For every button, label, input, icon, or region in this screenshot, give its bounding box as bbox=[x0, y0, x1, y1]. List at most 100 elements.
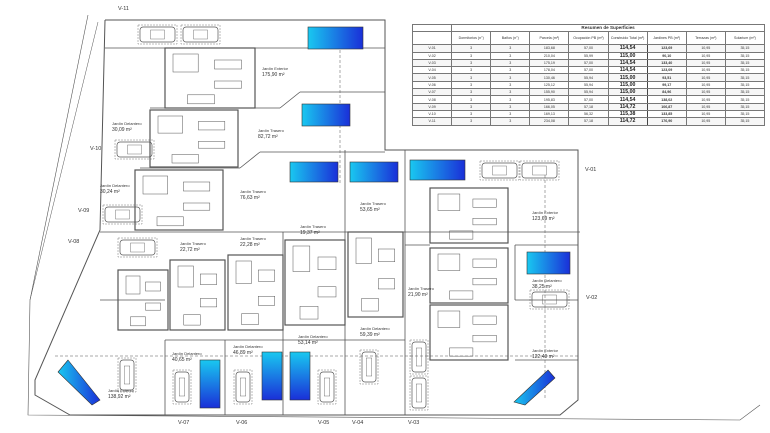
pool bbox=[409, 159, 466, 181]
house-outline bbox=[164, 47, 256, 109]
table-cell: 3 bbox=[490, 58, 531, 68]
column-header: Jardines PB (m²) bbox=[646, 31, 687, 46]
table-cell: 3 bbox=[490, 109, 531, 119]
garden-name-label: Jardín Delantero bbox=[360, 326, 390, 331]
staircase bbox=[449, 290, 474, 300]
table-cell: 10,95 bbox=[685, 66, 726, 75]
table-cell: 3 bbox=[490, 51, 531, 60]
table-cell: 10,95 bbox=[685, 102, 726, 111]
sofa bbox=[472, 278, 497, 286]
table-cell: 123,69 bbox=[646, 44, 687, 53]
car-roof bbox=[416, 383, 423, 403]
table-cell: 10,95 bbox=[685, 95, 726, 104]
house-outline bbox=[117, 269, 169, 331]
villa-cell: V-05 bbox=[411, 73, 453, 82]
table-cell: 10,95 bbox=[685, 88, 726, 97]
table-cell: 3 bbox=[490, 95, 531, 104]
table-cell: 3 bbox=[451, 73, 492, 82]
car-roof bbox=[150, 29, 165, 40]
sofa bbox=[214, 80, 242, 89]
parking-space bbox=[317, 369, 337, 405]
parking-space bbox=[233, 369, 253, 405]
table-cell: 35,15 bbox=[724, 117, 766, 126]
garden-area-label: 175,90 m² bbox=[262, 72, 285, 78]
car-roof bbox=[366, 357, 373, 377]
table-cell: 3 bbox=[490, 80, 531, 90]
table-cell: 10,95 bbox=[685, 80, 726, 90]
house-outline bbox=[149, 109, 239, 168]
bedroom-outline bbox=[142, 175, 168, 195]
car-roof bbox=[416, 347, 423, 367]
villa-label: V-01 bbox=[585, 167, 596, 173]
table-cell: 57,00 bbox=[568, 58, 609, 68]
house-outline bbox=[227, 254, 284, 331]
table-cell: 114,54 bbox=[607, 44, 648, 53]
table-cell: 35,15 bbox=[724, 51, 766, 60]
dining-table bbox=[200, 273, 217, 285]
table-cell: 138,02 bbox=[646, 95, 687, 104]
garden-area-label: 38,25 m² bbox=[532, 284, 552, 290]
car bbox=[531, 291, 568, 308]
garden-name-label: Jardín Delantero bbox=[233, 344, 263, 349]
pool bbox=[289, 161, 339, 183]
villa-label: V-09 bbox=[78, 208, 89, 214]
garden-area-label: 122,40 m² bbox=[532, 354, 555, 360]
parking-space bbox=[479, 160, 520, 181]
bedroom-outline bbox=[157, 115, 183, 134]
table-cell: 3 bbox=[490, 88, 531, 97]
bedroom-outline bbox=[172, 53, 199, 73]
garden-name-label: Jardín Delantero bbox=[532, 278, 562, 283]
car-roof bbox=[130, 242, 145, 253]
table-cell: 35,15 bbox=[724, 88, 766, 97]
house-outline bbox=[134, 169, 224, 231]
table-cell: 115,00 bbox=[607, 80, 648, 90]
parking-space bbox=[114, 139, 155, 160]
garden-name-label: Jardín Trasero bbox=[180, 241, 207, 246]
parking-space bbox=[102, 204, 143, 225]
column-header: Parcela (m²) bbox=[529, 31, 570, 46]
garden-name-label: Jardín Delantero bbox=[100, 183, 130, 188]
garden-area-label: 30,24 m² bbox=[100, 189, 120, 195]
table-cell: 3 bbox=[451, 66, 492, 75]
table-cell: 130,46 bbox=[529, 73, 570, 82]
surface-summary-table: Resumen de Superficies Dormitorios (n°)B… bbox=[411, 23, 766, 126]
pool bbox=[307, 26, 364, 50]
table-cell: 3 bbox=[451, 80, 492, 90]
house-outline bbox=[429, 247, 509, 304]
table-cell: 114,54 bbox=[607, 66, 648, 75]
sofa bbox=[200, 298, 217, 308]
parking-space bbox=[359, 349, 379, 385]
car bbox=[119, 239, 156, 256]
garden-area-label: 53,65 m² bbox=[360, 207, 380, 213]
garden-name-label: Jardín Delantero bbox=[172, 351, 202, 356]
column-header: Dormitorios (n°) bbox=[451, 31, 492, 46]
villa-cell: V-06 bbox=[411, 80, 453, 90]
plan-lines bbox=[27, 14, 761, 421]
garden-area-label: 123,69 m² bbox=[532, 216, 555, 222]
column-header: Construido Total (m²) bbox=[607, 31, 648, 46]
table-cell: 3 bbox=[451, 109, 492, 119]
table-cell: 10,95 bbox=[685, 73, 726, 82]
table-cell: 35,15 bbox=[724, 66, 766, 75]
table-cell: 35,15 bbox=[724, 102, 766, 111]
sofa bbox=[198, 141, 226, 149]
table-corner bbox=[411, 23, 453, 33]
table-cell: 183,68 bbox=[529, 44, 570, 53]
sofa bbox=[378, 278, 395, 290]
table-cell: 84,96 bbox=[646, 88, 687, 97]
staircase bbox=[171, 154, 199, 164]
table-cell: 133,40 bbox=[646, 58, 687, 68]
street-boundary bbox=[27, 14, 761, 421]
car-roof bbox=[193, 29, 208, 40]
table-cell: 55,94 bbox=[568, 73, 609, 82]
dining-table bbox=[214, 59, 242, 70]
